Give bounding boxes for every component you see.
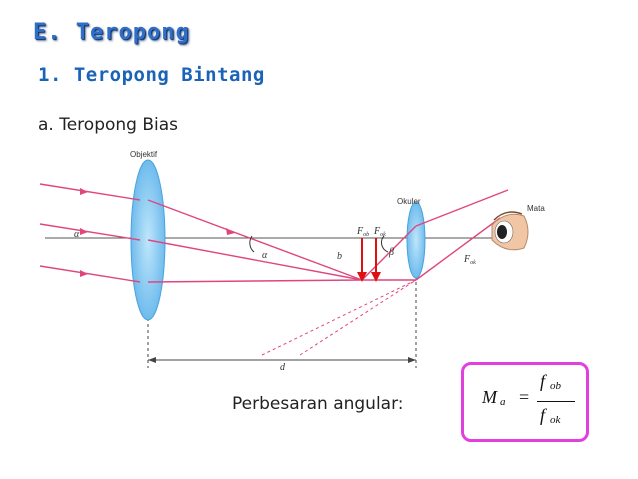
distance-d-arrow-left bbox=[148, 357, 156, 363]
refracted-ray-mid bbox=[147, 239, 363, 281]
alpha-mid-label: α bbox=[262, 250, 268, 261]
fok-label: Fok bbox=[373, 226, 386, 238]
formula-denominator: f bbox=[540, 405, 546, 425]
angle-beta-arc bbox=[380, 235, 389, 253]
incoming-ray-bot bbox=[39, 265, 141, 283]
formula-numerator-sub: ob bbox=[550, 380, 561, 392]
caption-label: Perbesaran angular: bbox=[232, 394, 404, 414]
formula-numerator: f bbox=[540, 371, 546, 391]
virtual-ray-2 bbox=[299, 279, 417, 356]
formula-box: M a = f ob f ok bbox=[461, 362, 589, 442]
section-title: E. Teropong bbox=[33, 20, 190, 45]
formula-denominator-sub: ok bbox=[550, 414, 561, 426]
fob-label-sub: ob bbox=[363, 232, 369, 238]
incoming-ray-top bbox=[39, 183, 141, 201]
eye-icon bbox=[491, 211, 529, 251]
objective-label: Objektif bbox=[130, 150, 158, 159]
alpha-left-label: α bbox=[74, 229, 80, 240]
refracted-ray-bot bbox=[147, 279, 363, 283]
ray-arrowhead-bot bbox=[80, 270, 88, 277]
ray-arrowhead-mid bbox=[80, 228, 88, 235]
ray-arrowhead-refr bbox=[226, 228, 235, 235]
fob-label: Fob bbox=[356, 226, 369, 238]
image-arrow-1-head bbox=[357, 272, 367, 282]
beta-label: β bbox=[388, 247, 394, 258]
emerging-ray-bot bbox=[415, 217, 501, 281]
d-label: d bbox=[280, 362, 286, 373]
formula-lhs: M bbox=[482, 387, 497, 407]
topic-label: a. Teropong Bias bbox=[38, 115, 179, 135]
distance-d-arrow-right bbox=[408, 357, 416, 363]
ocular-label: Okuler bbox=[397, 197, 421, 206]
incoming-ray-mid bbox=[39, 223, 141, 241]
formula-fraction-bar bbox=[537, 401, 575, 402]
fok-label-sub: ok bbox=[380, 232, 386, 238]
b-label: b bbox=[337, 251, 342, 262]
formula-lhs-sub: a bbox=[500, 396, 506, 408]
fok-right-label: Fok bbox=[463, 254, 476, 266]
angle-alpha-arc bbox=[249, 235, 255, 253]
fok-right-label-sub: ok bbox=[470, 260, 476, 266]
eye-label: Mata bbox=[527, 204, 545, 213]
ray-arrowhead-top bbox=[80, 188, 88, 195]
formula-equals: = bbox=[519, 387, 530, 407]
ocular-ray-top bbox=[361, 225, 417, 281]
image-arrow-2-head bbox=[371, 272, 381, 282]
virtual-ray-1 bbox=[261, 279, 417, 356]
refracted-ray-top bbox=[147, 199, 363, 281]
emerging-ray-top bbox=[415, 189, 509, 227]
ocular-lens bbox=[406, 201, 426, 279]
subsection-title: 1. Teropong Bintang bbox=[38, 64, 265, 86]
